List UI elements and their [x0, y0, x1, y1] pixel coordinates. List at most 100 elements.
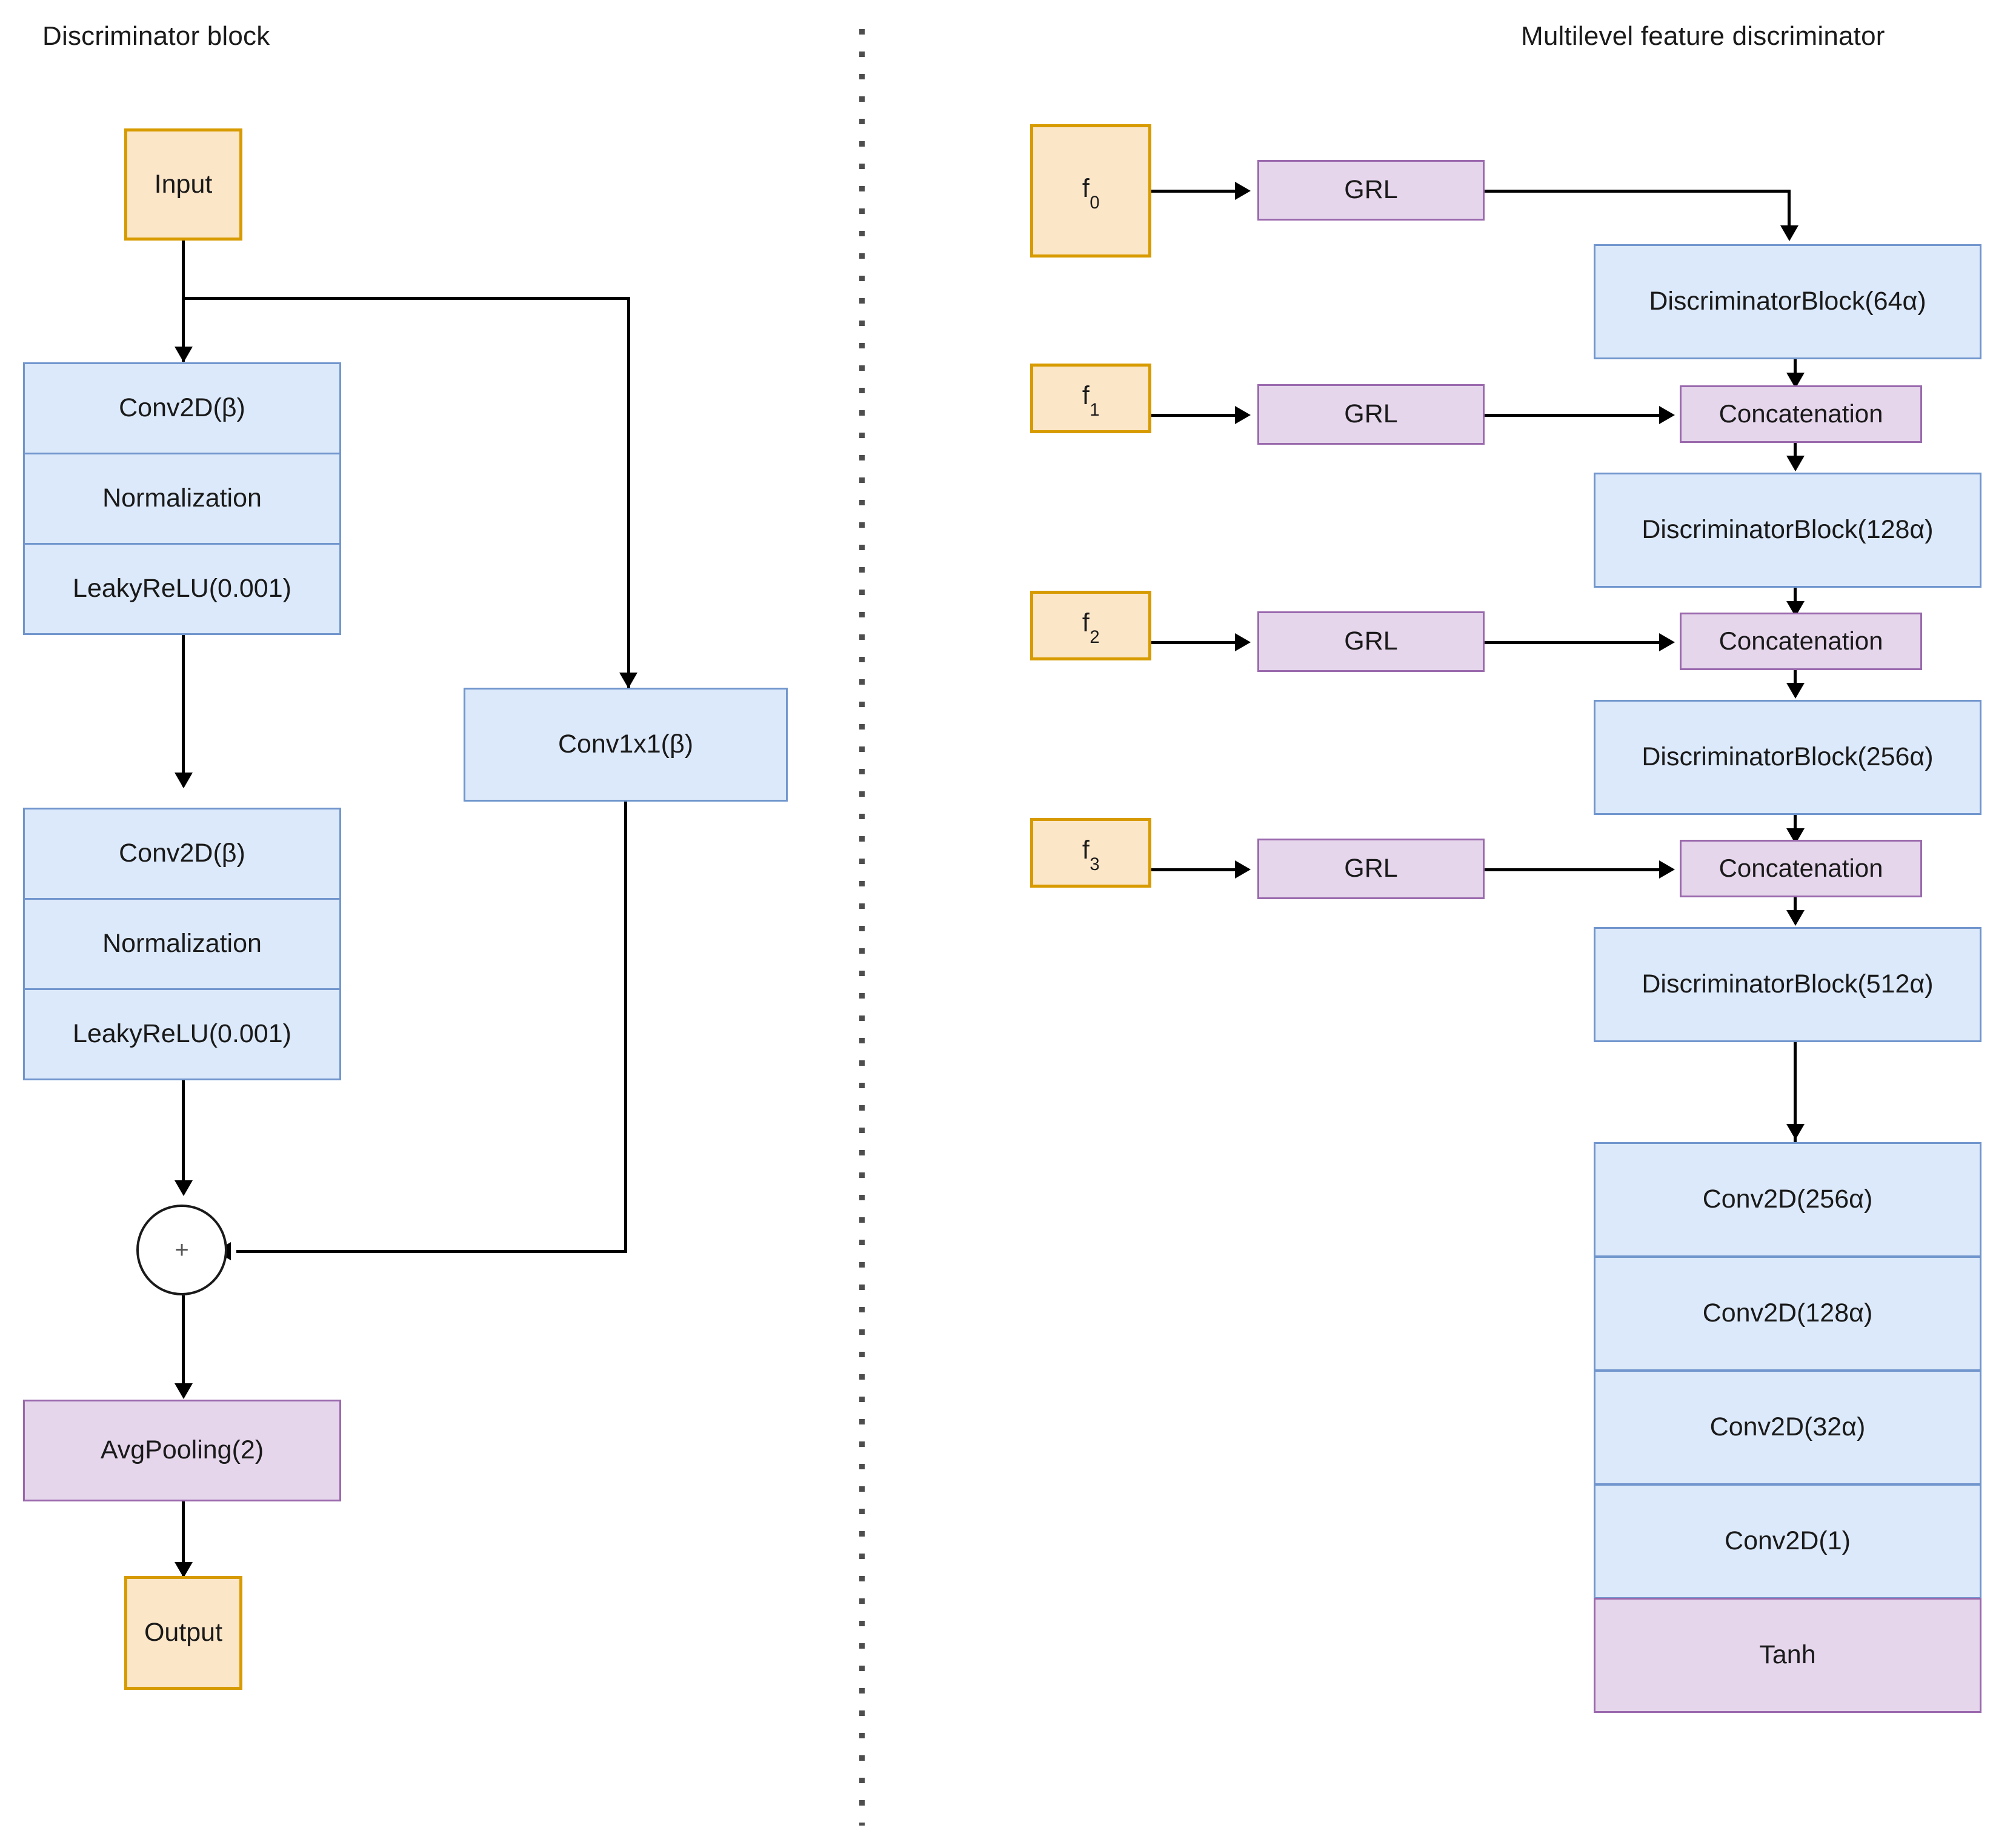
node-normalization-2[interactable]: Normalization — [23, 898, 341, 990]
edge-plus-to-avgpool — [182, 1295, 185, 1395]
node-head-conv2d-1[interactable]: Conv2D(1) — [1594, 1484, 1981, 1599]
edge-avgpool-to-output — [182, 1501, 185, 1589]
node-discriminator-block-64[interactable]: DiscriminatorBlock(64α) — [1594, 244, 1981, 359]
arrowhead-concat1-to-db128 — [1786, 456, 1805, 471]
node-avgpooling-label: AvgPooling(2) — [100, 1435, 264, 1465]
edge-grl2-to-concat2 — [1485, 641, 1660, 644]
node-conv2d-2[interactable]: Conv2D(β) — [23, 808, 341, 900]
node-feature-f1-label: f1 — [1082, 381, 1100, 420]
node-head-conv2d-128[interactable]: Conv2D(128α) — [1594, 1256, 1981, 1371]
node-discriminator-block-512[interactable]: DiscriminatorBlock(512α) — [1594, 927, 1981, 1042]
arrowhead-grl1-to-concat1 — [1659, 406, 1675, 424]
panel-divider — [859, 29, 865, 1826]
node-feature-f1[interactable]: f1 — [1030, 364, 1151, 433]
node-conv2d-2-label: Conv2D(β) — [119, 839, 245, 868]
node-leakyrelu-2[interactable]: LeakyReLU(0.001) — [23, 988, 341, 1080]
node-leakyrelu-1[interactable]: LeakyReLU(0.001) — [23, 543, 341, 635]
node-grl-3[interactable]: GRL — [1257, 839, 1485, 899]
node-discriminator-block-128-label: DiscriminatorBlock(128α) — [1642, 515, 1934, 545]
edge-f2-to-grl — [1151, 641, 1236, 644]
edge-input-down — [182, 241, 185, 362]
node-discriminator-block-512-label: DiscriminatorBlock(512α) — [1642, 969, 1934, 999]
edge-grl1-to-concat1 — [1485, 414, 1660, 417]
node-grl-0-label: GRL — [1344, 175, 1398, 205]
node-concatenation-1[interactable]: Concatenation — [1680, 385, 1922, 443]
node-concatenation-3-label: Concatenation — [1719, 854, 1883, 883]
node-conv1x1[interactable]: Conv1x1(β) — [464, 688, 788, 802]
arrowhead-grl2-to-concat2 — [1659, 633, 1675, 651]
edge-stack2-to-plus — [182, 1080, 185, 1192]
edge-stack1-to-stack2 — [182, 635, 185, 786]
edge-conv1x1-to-plus — [236, 1250, 627, 1253]
node-residual-add[interactable]: + — [136, 1205, 227, 1295]
node-conv2d-1[interactable]: Conv2D(β) — [23, 362, 341, 454]
edge-f0-to-grl — [1151, 190, 1236, 193]
node-grl-1-label: GRL — [1344, 399, 1398, 429]
edge-conv1x1-down — [624, 802, 627, 1253]
arrowhead-f0-to-grl — [1235, 182, 1251, 200]
node-discriminator-block-64-label: DiscriminatorBlock(64α) — [1649, 287, 1926, 316]
node-head-conv2d-256-label: Conv2D(256α) — [1702, 1185, 1873, 1214]
edge-concat2-to-db256 — [1794, 670, 1797, 694]
edge-f3-to-grl — [1151, 868, 1236, 871]
node-input-label: Input — [154, 169, 213, 199]
arrowhead-concat2-to-db256 — [1786, 683, 1805, 699]
arrowhead-db512-to-head — [1786, 1124, 1805, 1140]
node-output-label: Output — [144, 1618, 223, 1647]
node-normalization-1[interactable]: Normalization — [23, 453, 341, 545]
node-feature-f0-label: f0 — [1082, 173, 1100, 213]
arrowhead-grl3-to-concat3 — [1659, 860, 1675, 879]
node-input[interactable]: Input — [124, 128, 242, 241]
node-discriminator-block-128[interactable]: DiscriminatorBlock(128α) — [1594, 473, 1981, 588]
edge-concat3-to-db512 — [1794, 897, 1797, 922]
left-panel-title: Discriminator block — [42, 21, 270, 51]
node-output[interactable]: Output — [124, 1576, 242, 1690]
node-concatenation-1-label: Concatenation — [1719, 399, 1883, 428]
node-feature-f0[interactable]: f0 — [1030, 124, 1151, 258]
node-avgpooling[interactable]: AvgPooling(2) — [23, 1400, 341, 1501]
edge-db64-to-concat1 — [1794, 359, 1797, 384]
node-grl-2[interactable]: GRL — [1257, 611, 1485, 672]
arrowhead-to-avgpool — [175, 1383, 193, 1399]
right-panel-title: Multilevel feature discriminator — [1521, 21, 1885, 51]
edge-db512-to-head — [1794, 1042, 1797, 1142]
node-concatenation-2[interactable]: Concatenation — [1680, 613, 1922, 670]
node-leakyrelu-2-label: LeakyReLU(0.001) — [73, 1019, 291, 1049]
node-discriminator-block-256-label: DiscriminatorBlock(256α) — [1642, 742, 1934, 772]
node-conv2d-1-label: Conv2D(β) — [119, 393, 245, 423]
node-head-conv2d-256[interactable]: Conv2D(256α) — [1594, 1142, 1981, 1257]
node-feature-f3-label: f3 — [1082, 836, 1100, 875]
node-leakyrelu-1-label: LeakyReLU(0.001) — [73, 574, 291, 603]
node-feature-f2[interactable]: f2 — [1030, 591, 1151, 660]
arrowhead-to-stack2 — [175, 773, 193, 788]
node-grl-0[interactable]: GRL — [1257, 160, 1485, 221]
arrowhead-to-discblock-64 — [1780, 225, 1798, 241]
edge-grl0-right — [1485, 190, 1791, 193]
node-normalization-1-label: Normalization — [102, 484, 262, 513]
edge-db256-to-concat3 — [1794, 815, 1797, 839]
edge-f1-to-grl — [1151, 414, 1236, 417]
node-grl-1[interactable]: GRL — [1257, 384, 1485, 445]
arrowhead-to-output — [175, 1562, 193, 1578]
node-concatenation-3[interactable]: Concatenation — [1680, 840, 1922, 897]
node-head-tanh-label: Tanh — [1759, 1640, 1816, 1670]
arrowhead-to-conv1x1 — [619, 673, 637, 688]
node-head-tanh[interactable]: Tanh — [1594, 1598, 1981, 1713]
node-grl-3-label: GRL — [1344, 854, 1398, 883]
node-grl-2-label: GRL — [1344, 627, 1398, 656]
arrowhead-to-plus-top — [175, 1180, 193, 1196]
edge-concat1-to-db128 — [1794, 443, 1797, 467]
arrowhead-to-stack1 — [175, 347, 193, 362]
node-normalization-2-label: Normalization — [102, 929, 262, 959]
edge-db128-to-concat2 — [1794, 588, 1797, 612]
edge-input-branch-right — [182, 297, 630, 300]
node-feature-f3[interactable]: f3 — [1030, 818, 1151, 888]
node-conv1x1-label: Conv1x1(β) — [557, 730, 694, 759]
node-discriminator-block-256[interactable]: DiscriminatorBlock(256α) — [1594, 700, 1981, 815]
node-feature-f2-label: f2 — [1082, 608, 1100, 648]
node-head-conv2d-32[interactable]: Conv2D(32α) — [1594, 1370, 1981, 1485]
arrowhead-concat3-to-db512 — [1786, 910, 1805, 926]
plus-sign: + — [175, 1236, 189, 1263]
arrowhead-f1-to-grl — [1235, 406, 1251, 424]
